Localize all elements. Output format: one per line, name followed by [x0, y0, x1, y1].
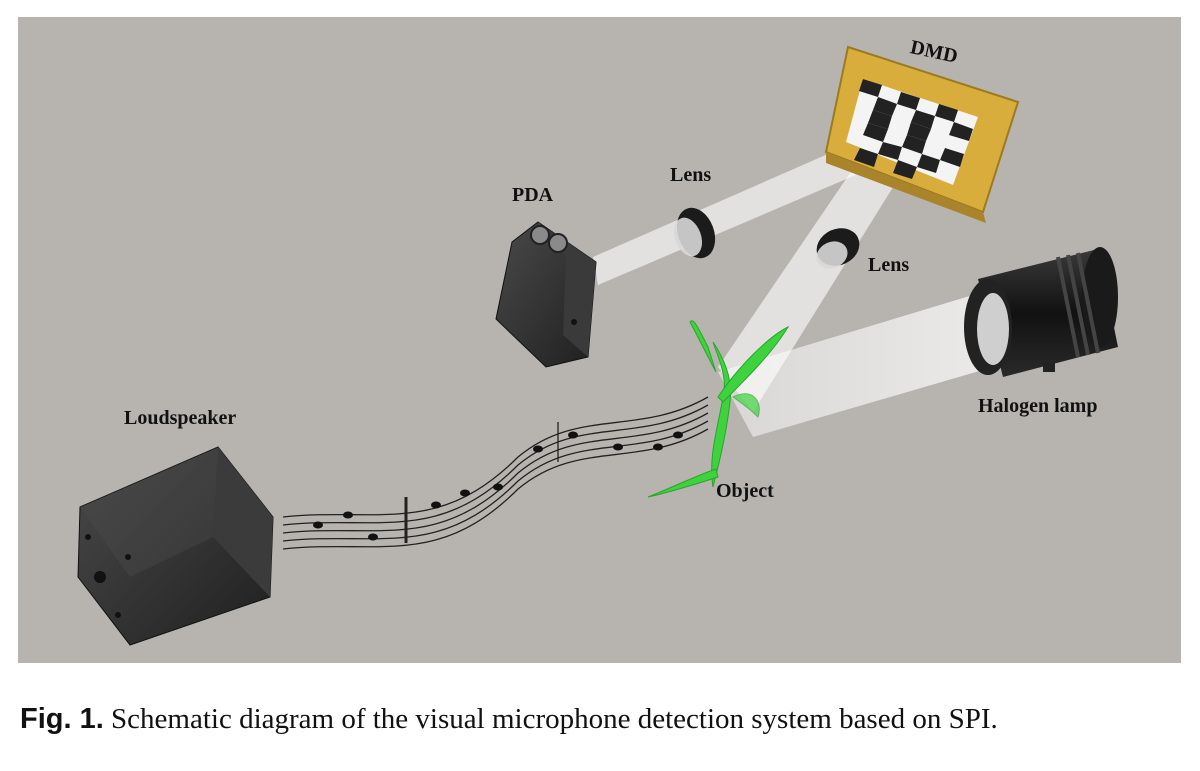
figure-caption: Fig. 1. Schematic diagram of the visual …	[20, 703, 1190, 736]
label-lens-bottom: Lens	[868, 254, 910, 276]
lens-top	[673, 207, 716, 259]
label-loudspeaker: Loudspeaker	[124, 407, 237, 429]
label-object: Object	[716, 480, 774, 502]
diagram-illustration	[77, 45, 1118, 646]
caption-text: Schematic diagram of the visual micropho…	[111, 703, 998, 735]
label-pda: PDA	[512, 184, 554, 206]
lens-bottom	[816, 228, 860, 269]
label-halogen-lamp: Halogen lamp	[978, 395, 1098, 417]
dmd-device	[824, 45, 1020, 223]
plant-object	[647, 320, 790, 498]
pda-device	[495, 221, 597, 368]
sound-wave-staff	[282, 396, 709, 550]
loudspeaker-device	[77, 446, 274, 646]
halogen-lamp	[964, 247, 1118, 377]
label-lens-top: Lens	[670, 164, 712, 186]
figure-number: Fig. 1.	[20, 703, 104, 735]
beam-lamp-to-object	[718, 295, 993, 437]
diagram-panel: DMD PDA Lens Lens Halogen lamp Loudspeak…	[18, 17, 1181, 663]
dmd-checkerboard	[854, 79, 973, 179]
beam-dmd-to-pda	[593, 132, 898, 285]
music-notes	[313, 431, 683, 541]
